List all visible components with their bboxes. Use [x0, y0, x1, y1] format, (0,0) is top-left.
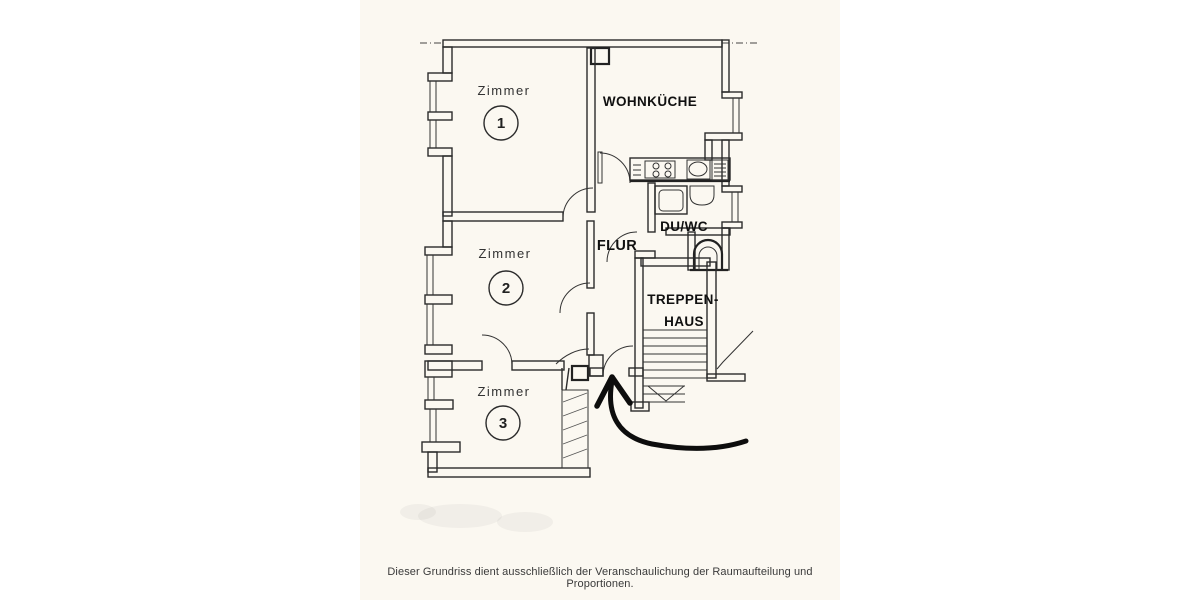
facade-windows	[426, 81, 740, 442]
staircase	[630, 257, 717, 412]
bathroom-fixtures	[654, 185, 728, 272]
stair-label-line1: TREPPEN-	[647, 292, 718, 307]
stove	[644, 160, 676, 179]
door-room1	[562, 187, 594, 219]
kitchen-label: WOHNKÜCHE	[603, 94, 697, 109]
door-entrance	[602, 345, 634, 377]
door-room2	[559, 282, 591, 314]
bath-label: DU/WC	[660, 219, 708, 234]
entrance-arrow	[594, 374, 749, 451]
shower-inner	[658, 189, 684, 212]
entrance-shaft	[570, 364, 590, 382]
room-2-number: 2	[502, 280, 510, 297]
floor-plan: Zimmer 1 Zimmer 2 Zimmer 3 WOHNKÜCHE DU/…	[400, 39, 760, 532]
section-diagonal-line	[716, 330, 754, 370]
room-1-number: 1	[497, 115, 505, 132]
kitchen-fixtures	[629, 157, 731, 183]
exterior-walls	[420, 39, 760, 478]
sink-basin	[688, 161, 708, 177]
room-3-number-badge	[485, 405, 521, 441]
stair-label-line2: HAUS	[664, 314, 704, 329]
room-labels: Zimmer 1 Zimmer 2 Zimmer 3 WOHNKÜCHE DU/…	[477, 83, 718, 441]
entrance-arrow-head	[594, 374, 633, 409]
hall-label: FLUR	[597, 238, 637, 254]
plan-caption: Dieser Grundriss dient ausschließlich de…	[387, 566, 813, 590]
door-arcs	[481, 151, 638, 377]
drainer	[711, 159, 729, 181]
wc-arch-outer	[692, 238, 724, 270]
shower-tray	[654, 185, 688, 215]
door-flur-small	[555, 348, 590, 365]
chimney-shaft	[589, 46, 611, 66]
washbasin	[689, 185, 715, 206]
entrance-arrow-shaft	[608, 378, 749, 451]
room-2-label: Zimmer	[478, 246, 531, 261]
room-1-number-badge	[483, 105, 519, 141]
room-1-label: Zimmer	[477, 83, 530, 98]
wc-arch-inner	[698, 246, 718, 270]
floorplan-scan-panel: Zimmer 1 Zimmer 2 Zimmer 3 WOHNKÜCHE DU/…	[360, 0, 840, 600]
sink-unit	[686, 159, 711, 180]
door-kitchen	[599, 152, 631, 184]
stairs-down-arrow	[647, 385, 685, 402]
room-3-number: 3	[499, 415, 507, 432]
door-room3	[481, 334, 513, 366]
room-2-number-badge	[488, 270, 524, 306]
room-3-label: Zimmer	[477, 384, 530, 399]
scan-smudges	[400, 504, 553, 532]
door-landing	[606, 231, 638, 263]
kitchen-door-leaf	[597, 151, 603, 184]
